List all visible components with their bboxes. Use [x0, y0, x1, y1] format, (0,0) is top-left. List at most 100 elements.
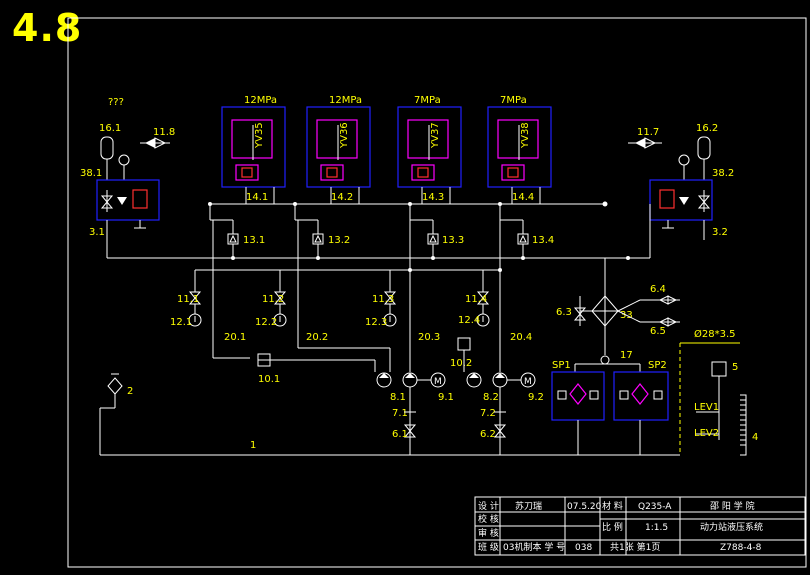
- hose-3: 20.3: [418, 332, 440, 343]
- relay-label-4: 13.4: [532, 235, 554, 246]
- stop-valve-mid-1: 11.1: [177, 294, 199, 305]
- suction-a: 7.1: [392, 408, 408, 419]
- tb-check-label: 校 核: [478, 513, 499, 525]
- valve-ref-4: 14.4: [512, 192, 534, 203]
- relay-label-2: 13.2: [328, 235, 350, 246]
- pressure-label-1: 12MPa: [244, 95, 277, 106]
- relay-label-3: 13.3: [442, 235, 464, 246]
- drawing-frame: [67, 17, 807, 568]
- cooler-right-top: 6.4: [650, 284, 666, 295]
- cooler-left: 6.3: [556, 307, 572, 318]
- hose-1: 20.1: [224, 332, 246, 343]
- tb-audit-label: 审 核: [478, 527, 499, 539]
- pump-group-1: M: [376, 372, 446, 388]
- suction-d: 6.2: [480, 429, 496, 440]
- hose-4: 20.4: [510, 332, 532, 343]
- tb-material-label: 材 料: [602, 500, 623, 512]
- tb-material: Q235-A: [638, 502, 672, 512]
- motor-1-label: 9.1: [438, 392, 454, 403]
- level-lo: LEV2: [694, 428, 719, 439]
- tank-label: 4: [752, 432, 758, 443]
- level-switch-icon: [711, 361, 727, 377]
- suction-b: 6.1: [392, 429, 408, 440]
- filter-right-icon: [457, 337, 471, 351]
- gauge-mid-4: 12.4: [458, 315, 480, 326]
- relief-block-right: [649, 179, 713, 221]
- title-block: [474, 496, 806, 556]
- gauge-left-icon: [118, 154, 130, 166]
- valve-tag-1: YV35: [254, 122, 265, 149]
- stop-valve-mid-3: 11.3: [372, 294, 394, 305]
- level-hi: LEV1: [694, 402, 719, 413]
- stop-valve-mid-4: 11.4: [465, 294, 487, 305]
- return-line-label: 1: [250, 440, 256, 451]
- svg-text:M: M: [434, 377, 442, 387]
- filter-right-label: 10.2: [450, 358, 472, 369]
- sp1-label: SP1: [552, 360, 571, 371]
- tb-class-value: 03机制本 学 号: [503, 541, 565, 553]
- accumulator-right-label: 16.2: [696, 123, 718, 134]
- pump-group-2: M: [466, 372, 536, 388]
- accumulator-right-icon: [697, 136, 711, 160]
- cooler-right-bot: 6.5: [650, 326, 666, 337]
- gauge-right-icon: [678, 154, 690, 166]
- solenoid-valve-group: [221, 106, 552, 204]
- tb-drawing-code: Z788-4-8: [720, 543, 762, 553]
- air-filter-label: 2: [127, 386, 133, 397]
- valve-ref-1: 14.1: [246, 192, 268, 203]
- relief-right-num: 38.2: [712, 168, 734, 179]
- accumulator-left-label: 16.1: [99, 123, 121, 134]
- tb-sheets: 共1张 第1页: [610, 541, 660, 553]
- tb-design-label: 设 计: [478, 500, 499, 512]
- gauge-mid-3: 12.3: [365, 317, 387, 328]
- sp2-block: [613, 371, 669, 421]
- accumulator-left-icon: [100, 136, 114, 160]
- sp-mid: 17: [620, 350, 633, 361]
- gauge-mid-1: 12.1: [170, 317, 192, 328]
- pressure-relay-group: [227, 233, 529, 258]
- tb-designer: 苏刀瑞: [515, 500, 542, 512]
- stop-valve-top-right-label: 11.7: [637, 127, 659, 138]
- tb-class-label: 班 级: [478, 541, 499, 553]
- pipe-spec: Ø28*3.5: [694, 328, 736, 340]
- pressure-label-4: 7MPa: [500, 95, 527, 106]
- valve-ref-2: 14.2: [331, 192, 353, 203]
- valve-tag-2: YV36: [339, 122, 350, 149]
- motor-2-label: 9.2: [528, 392, 544, 403]
- mid-stop-valves: [188, 291, 490, 327]
- pressure-label-2: 12MPa: [329, 95, 362, 106]
- hose-2: 20.2: [306, 332, 328, 343]
- relief-left-sub: 3.1: [89, 227, 105, 238]
- pump-2-label: 8.2: [483, 392, 499, 403]
- tb-student-no: 038: [575, 543, 592, 553]
- relief-right-sub: 3.2: [712, 227, 728, 238]
- relief-block-left: [96, 179, 160, 221]
- valve-tag-4: YV38: [520, 122, 531, 149]
- tb-scale: 1:1.5: [645, 523, 668, 533]
- air-filter-icon: [107, 377, 123, 395]
- stop-valve-mid-2: 11.2: [262, 294, 284, 305]
- sheet-number: 4.8: [12, 6, 83, 50]
- suction-c: 7.2: [480, 408, 496, 419]
- stop-valve-top-left-label: 11.8: [153, 127, 175, 138]
- valve-ref-3: 14.3: [422, 192, 444, 203]
- svg-text:M: M: [524, 377, 532, 387]
- filter-left-label: 10.1: [258, 374, 280, 385]
- unknown-mark: ???: [108, 97, 124, 108]
- relief-left-num: 38.1: [80, 168, 102, 179]
- tb-scale-label: 比 例: [602, 521, 623, 533]
- pump-1-label: 8.1: [390, 392, 406, 403]
- distribution-lines: [194, 202, 630, 372]
- tb-title: 动力站液压系统: [700, 521, 763, 533]
- relay-label-1: 13.1: [243, 235, 265, 246]
- tb-date: 07.5.20: [567, 502, 602, 512]
- tb-school: 邵 阳 学 院: [710, 500, 755, 512]
- pressure-label-3: 7MPa: [414, 95, 441, 106]
- sp2-label: SP2: [648, 360, 667, 371]
- level-box-label: 5: [732, 362, 738, 373]
- valve-tag-3: YV37: [430, 122, 441, 149]
- gauge-mid-2: 12.2: [255, 317, 277, 328]
- sp1-block: [551, 371, 605, 421]
